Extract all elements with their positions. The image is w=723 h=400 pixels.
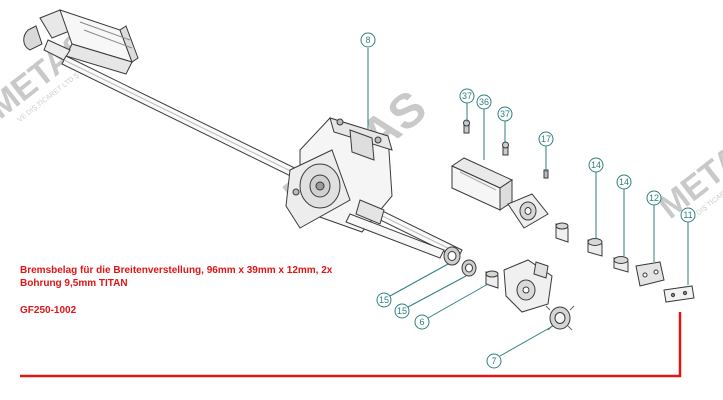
- svg-text:15: 15: [397, 306, 407, 316]
- motor-assembly: [23, 9, 139, 75]
- knob-7: [545, 305, 575, 331]
- callout-15b: 15: [394, 303, 410, 319]
- part-number: GF250-1002: [20, 305, 77, 316]
- leader-lines: [367, 48, 689, 357]
- sleeve-14b: [613, 256, 629, 273]
- brake-pad-11: [663, 285, 695, 303]
- bearing-15: [443, 246, 461, 266]
- svg-text:15: 15: [379, 295, 389, 305]
- svg-text:7: 7: [491, 356, 496, 366]
- callout-37b: 37: [497, 106, 513, 122]
- callout-14a: 14: [588, 157, 604, 173]
- callout-11: 11: [680, 207, 696, 223]
- part-description: Bremsbelag für die Breitenverstellung, 9…: [20, 265, 333, 289]
- svg-text:11: 11: [683, 210, 692, 220]
- bearing-15b: [461, 259, 477, 277]
- callout-15a: 15: [376, 292, 392, 308]
- callout-17: 17: [538, 131, 554, 147]
- shaft-extension: [345, 213, 445, 259]
- bracket: [503, 259, 553, 313]
- roller: [555, 222, 569, 243]
- callout-6: 6: [414, 314, 430, 330]
- callout-14b: 14: [616, 174, 632, 190]
- svg-text:37: 37: [500, 109, 510, 119]
- bushing-6: [485, 270, 499, 289]
- pad-holder-12: [635, 261, 665, 287]
- svg-text:8: 8: [365, 35, 370, 45]
- cylinder-36: [450, 157, 514, 211]
- callout-8: 8: [360, 32, 376, 48]
- highlight-connector: [20, 312, 682, 378]
- callout-12: 12: [646, 190, 662, 206]
- callout-7: 7: [486, 353, 502, 369]
- svg-text:14: 14: [591, 160, 601, 170]
- svg-text:37: 37: [462, 91, 472, 101]
- svg-text:12: 12: [649, 193, 659, 203]
- svg-text:17: 17: [541, 134, 551, 144]
- gearbox-housing: [285, 117, 393, 233]
- flange-17: [507, 169, 549, 229]
- callout-37a: 37: [459, 88, 475, 104]
- bolt-37b: [502, 141, 509, 156]
- svg-text:6: 6: [419, 317, 424, 327]
- callout-36: 36: [476, 94, 492, 110]
- svg-text:36: 36: [479, 97, 489, 107]
- svg-text:14: 14: [619, 177, 629, 187]
- sleeve-14a: [587, 238, 603, 257]
